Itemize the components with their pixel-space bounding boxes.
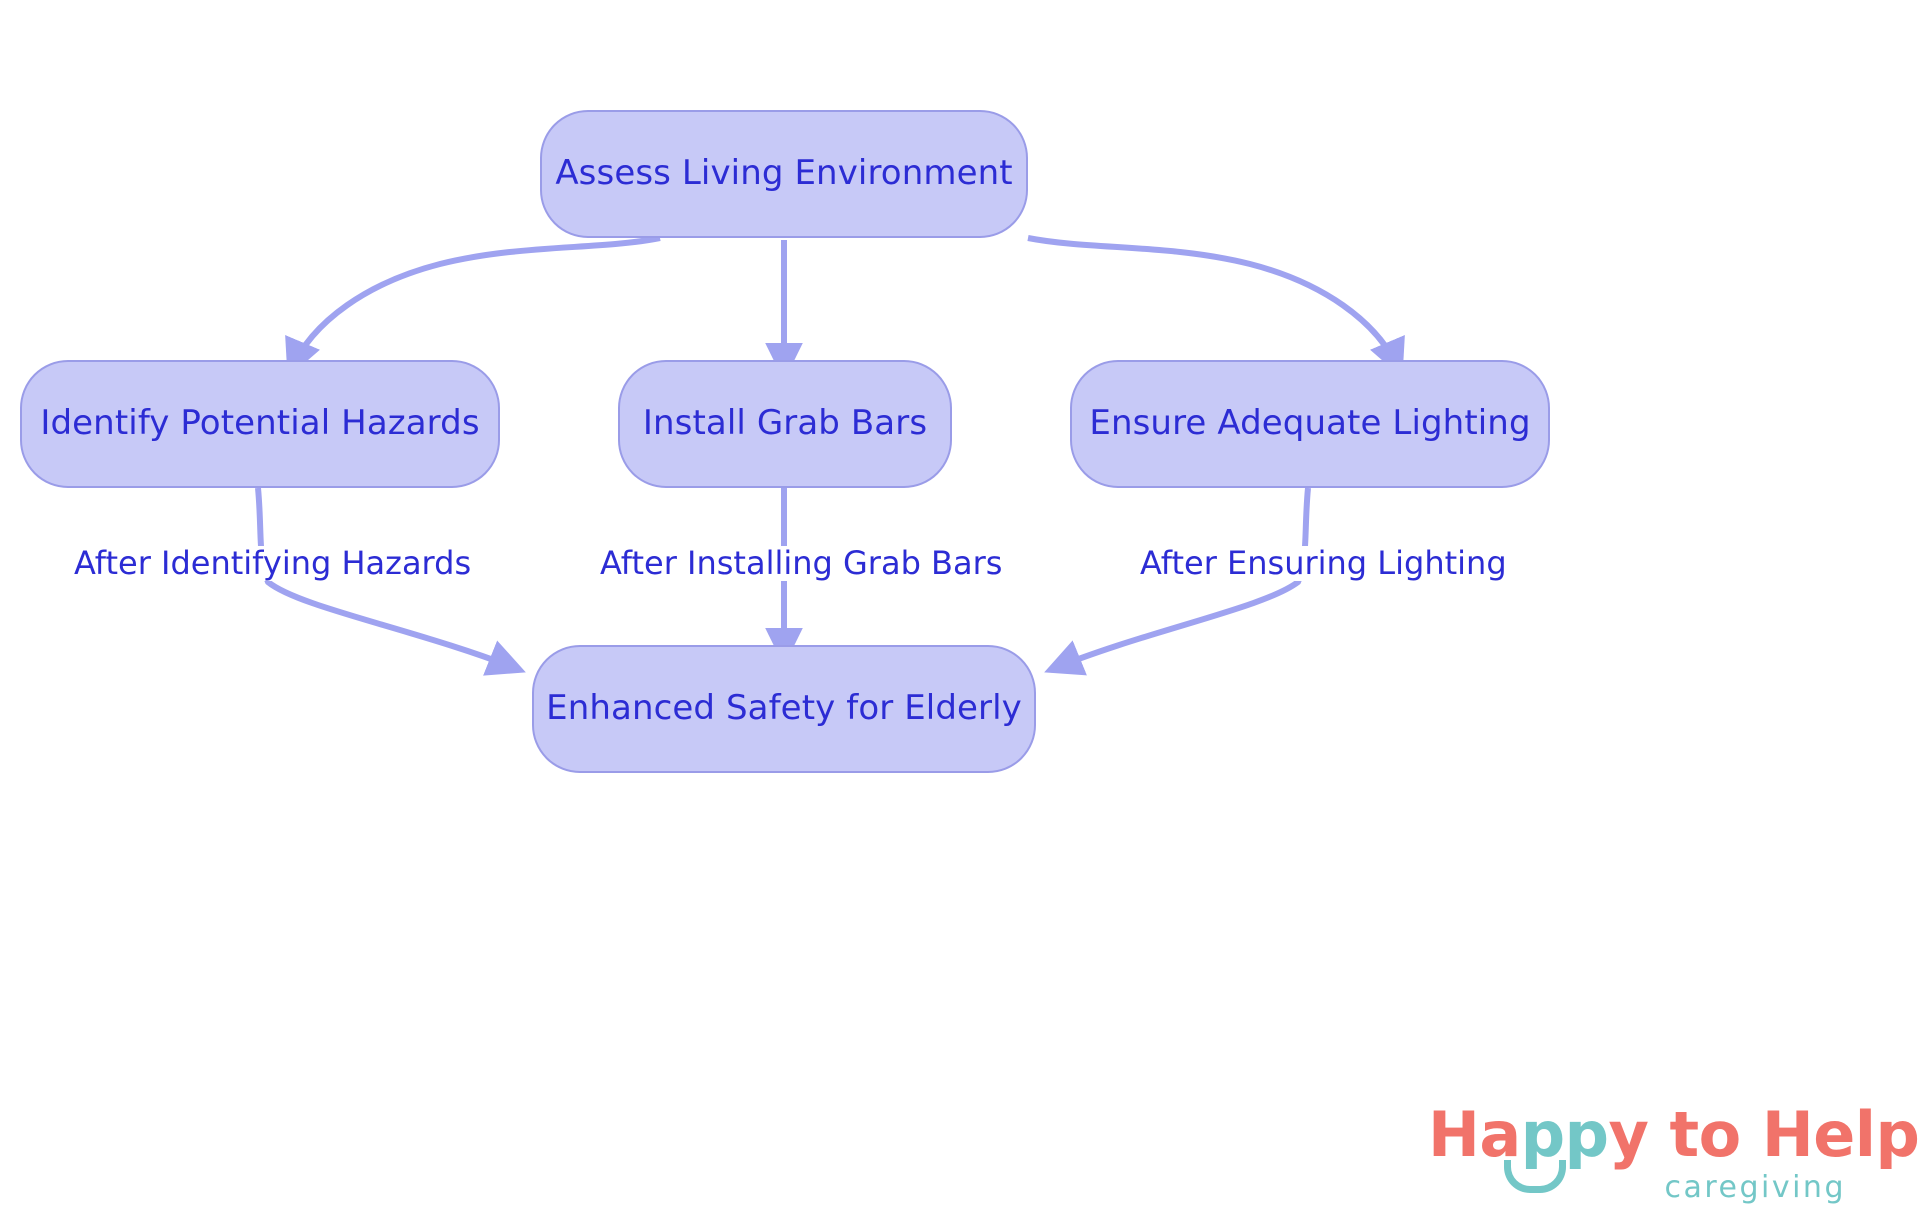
node-label: Assess Living Environment — [555, 153, 1013, 194]
edge-label-after-identifying-hazards: After Identifying Hazards — [68, 545, 478, 582]
node-assess-living-environment[interactable]: Assess Living Environment — [540, 110, 1028, 238]
node-label: Enhanced Safety for Elderly — [546, 688, 1022, 729]
edge-label-after-ensuring-lighting: After Ensuring Lighting — [1134, 545, 1513, 582]
node-enhanced-safety-for-elderly[interactable]: Enhanced Safety for Elderly — [532, 645, 1036, 773]
edge-label-after-installing-grab-bars: After Installing Grab Bars — [594, 545, 1009, 582]
node-label: Install Grab Bars — [642, 403, 928, 444]
node-install-grab-bars[interactable]: Install Grab Bars — [618, 360, 952, 488]
node-label: Ensure Adequate Lighting — [1089, 403, 1531, 444]
node-ensure-adequate-lighting[interactable]: Ensure Adequate Lighting — [1070, 360, 1550, 488]
logo-word-part-pp: pp — [1520, 1098, 1609, 1171]
logo-word-part-y-to-help: y to Help — [1608, 1098, 1920, 1171]
node-identify-potential-hazards[interactable]: Identify Potential Hazards — [20, 360, 500, 488]
edge-assess-to-lighting — [1027, 235, 1405, 378]
node-label: Identify Potential Hazards — [40, 403, 480, 444]
logo-word-part-ha: Ha — [1428, 1098, 1521, 1171]
brand-logo: Happy to Help caregiving — [1428, 1098, 1920, 1206]
logo-wordmark: Happy to Help — [1428, 1098, 1920, 1171]
logo-tagline: caregiving — [1664, 1170, 1846, 1205]
edge-assess-to-hazards — [285, 235, 661, 378]
logo-smile-icon — [1504, 1160, 1566, 1193]
